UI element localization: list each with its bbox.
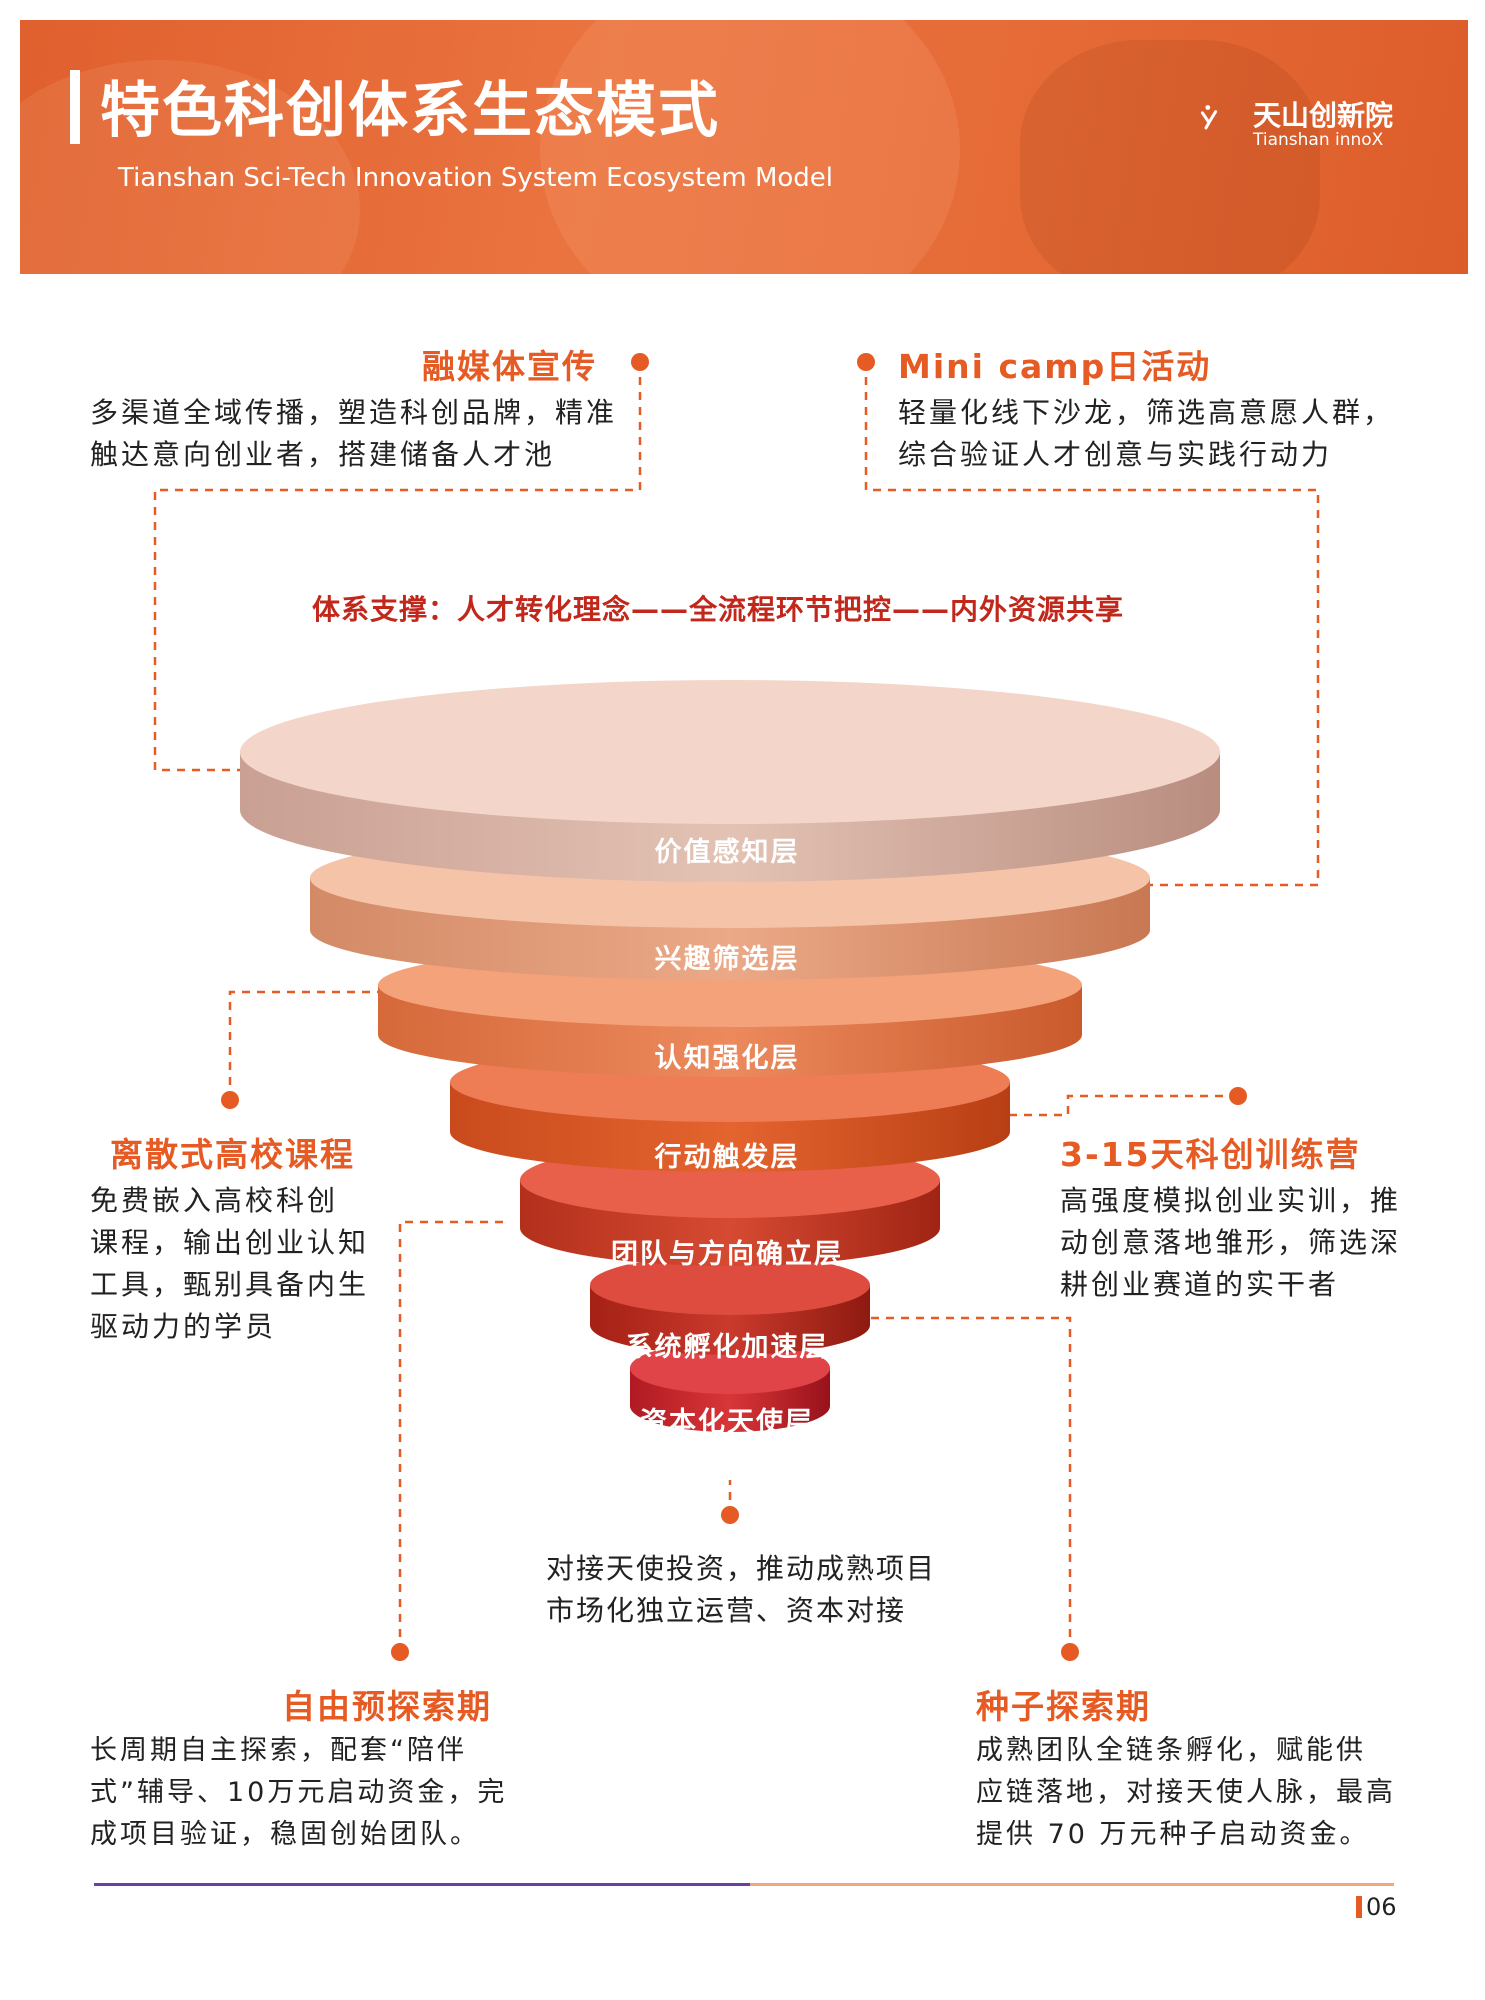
header-banner (20, 20, 1468, 274)
page-title: 特色科创体系生态模式 (100, 76, 720, 146)
funnel-layer-label: 兴趣筛选层 (654, 944, 800, 975)
desc-line: 对接天使投资，推动成熟项目 (546, 1552, 937, 1585)
free-explore-dot (391, 1643, 409, 1661)
desc-line: 工具，甄别具备内生 (90, 1268, 370, 1301)
desc-line: 长周期自主探索，配套“陪伴 (90, 1735, 467, 1766)
system-support-text: 体系支撑：人才转化理念——全流程环节把控——内外资源共享 (312, 593, 1125, 626)
desc-line: 多渠道全域传播，塑造科创品牌，精准 (90, 396, 618, 429)
minicamp-desc: 轻量化线下沙龙，筛选高意愿人群， 综合验证人才创意与实践行动力 (898, 392, 1394, 476)
logo-text-cn: 天山创新院 (1253, 99, 1394, 132)
desc-line: 高强度模拟创业实训，推 (1060, 1184, 1402, 1217)
courses-desc: 免费嵌入高校科创 课程，输出创业认知 工具，甄别具备内生 驱动力的学员 (90, 1180, 369, 1348)
funnel-layer-label: 价值感知层 (654, 837, 800, 868)
bootcamp-title: 3-15天科创训练营 (1060, 1135, 1361, 1174)
minicamp-dot (857, 353, 875, 371)
courses-title: 离散式高校课程 (110, 1135, 355, 1174)
desc-line: 成熟团队全链条孵化，赋能供 (976, 1735, 1366, 1766)
desc-line: 触达意向创业者，搭建储备人才池 (90, 438, 556, 471)
funnel-layer-label: 系统孵化加速层 (625, 1332, 829, 1363)
angel-dot (721, 1506, 739, 1524)
media-title: 融媒体宣传 (422, 347, 597, 386)
seed-explore-title: 种子探索期 (976, 1687, 1151, 1726)
media-desc: 多渠道全域传播，塑造科创品牌，精准 触达意向创业者，搭建储备人才池 (90, 392, 617, 476)
footer-rule-purple (94, 1883, 750, 1886)
title-accent-bar (70, 70, 80, 144)
minicamp-title: Mini camp日活动 (898, 347, 1212, 386)
tianshan-innox-logo (1200, 105, 1218, 130)
footer-rule-orange (750, 1883, 1394, 1886)
free-explore-desc: 长周期自主探索，配套“陪伴 式”辅导、10万元启动资金，完 成项目验证，稳固创始… (90, 1730, 507, 1856)
desc-line: 动创意落地雏形，筛选深 (1060, 1226, 1402, 1259)
desc-line: 免费嵌入高校科创 (90, 1184, 339, 1217)
funnel-layer-top (590, 1255, 870, 1315)
desc-line: 提供 70 万元种子启动资金。 (976, 1819, 1370, 1850)
funnel-layer-label: 认知强化层 (654, 1043, 800, 1074)
desc-line: 耕创业赛道的实干者 (1060, 1268, 1340, 1301)
desc-line: 课程，输出创业认知 (90, 1226, 370, 1259)
page-number: 06 (1366, 1893, 1397, 1921)
desc-line: 成项目验证，稳固创始团队。 (90, 1819, 480, 1850)
bootcamp-desc: 高强度模拟创业实训，推 动创意落地雏形，筛选深 耕创业赛道的实干者 (1060, 1180, 1401, 1306)
desc-line: 式”辅导、10万元启动资金，完 (90, 1777, 508, 1808)
page-subtitle: Tianshan Sci-Tech Innovation System Ecos… (118, 163, 834, 193)
funnel-layer-top (630, 1342, 830, 1394)
seed-explore-desc: 成熟团队全链条孵化，赋能供 应链落地，对接天使人脉，最高 提供 70 万元种子启… (976, 1730, 1396, 1856)
free-explore-title: 自由预探索期 (282, 1687, 492, 1726)
funnel-layer-top (240, 680, 1220, 824)
funnel-layer-label: 团队与方向确立层 (611, 1239, 843, 1270)
funnel-layer-label: 资本化天使层 (640, 1407, 814, 1438)
desc-line: 轻量化线下沙龙，筛选高意愿人群， (898, 396, 1395, 429)
page-number-accent (1356, 1896, 1362, 1918)
desc-line: 应链落地，对接天使人脉，最高 (976, 1777, 1396, 1808)
desc-line: 综合验证人才创意与实践行动力 (898, 438, 1333, 471)
seed-explore-dot (1061, 1643, 1079, 1661)
banner-photo-texture (1020, 40, 1320, 274)
angel-caption: 对接天使投资，推动成熟项目 市场化独立运营、资本对接 (546, 1548, 936, 1632)
logo-text-en: Tianshan innoX (1253, 130, 1384, 150)
banner-photo-texture (540, 20, 960, 274)
desc-line: 驱动力的学员 (90, 1310, 277, 1343)
bootcamp-dot (1229, 1087, 1247, 1105)
media-dot (631, 353, 649, 371)
funnel-layer-label: 行动触发层 (654, 1142, 800, 1173)
desc-line: 市场化独立运营、资本对接 (546, 1594, 907, 1627)
courses-dot (221, 1091, 239, 1109)
